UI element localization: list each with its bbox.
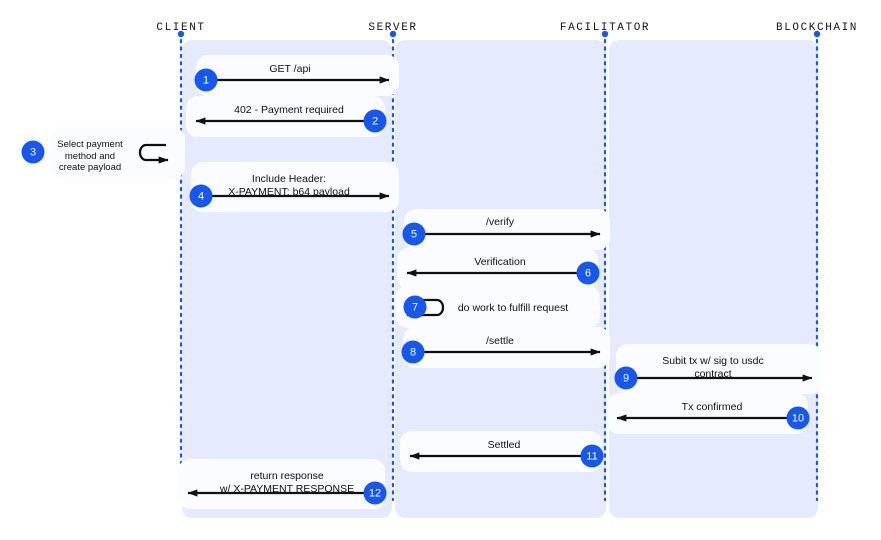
- step-badge-1[interactable]: 1: [194, 68, 218, 92]
- message-label-1: GET /api: [269, 63, 311, 75]
- step-badge-5[interactable]: 5: [402, 222, 426, 246]
- message-label-7: do work to fulfill request: [457, 302, 569, 314]
- message-label-6: Verification: [474, 256, 526, 268]
- actor-label-blockchain: BLOCKCHAIN: [775, 22, 859, 34]
- message-label-2: 402 - Payment required: [234, 104, 344, 116]
- step-badge-3[interactable]: 3: [21, 140, 45, 164]
- step-badge-10[interactable]: 10: [786, 406, 810, 430]
- message-label-11: Settled: [487, 439, 521, 451]
- message-label-4: Include Header:X-PAYMENT: b64 payload: [228, 173, 350, 198]
- step-badge-11[interactable]: 11: [580, 444, 604, 468]
- actor-label-facilitator: FACILITATOR: [559, 22, 651, 34]
- message-label-10: Tx confirmed: [681, 401, 743, 413]
- step-badge-6[interactable]: 6: [576, 261, 600, 285]
- actor-label-client: CLIENT: [156, 22, 206, 34]
- step-badge-4[interactable]: 4: [189, 184, 213, 208]
- message-label-8: /settle: [485, 335, 515, 347]
- step-badge-12[interactable]: 12: [363, 481, 387, 505]
- actor-label-server: SERVER: [368, 22, 418, 34]
- step-badge-9[interactable]: 9: [614, 366, 638, 390]
- step-badge-7[interactable]: 7: [403, 295, 427, 319]
- step-badge-8[interactable]: 8: [401, 340, 425, 364]
- message-label-5: /verify: [485, 216, 515, 228]
- step-badge-2[interactable]: 2: [363, 109, 387, 133]
